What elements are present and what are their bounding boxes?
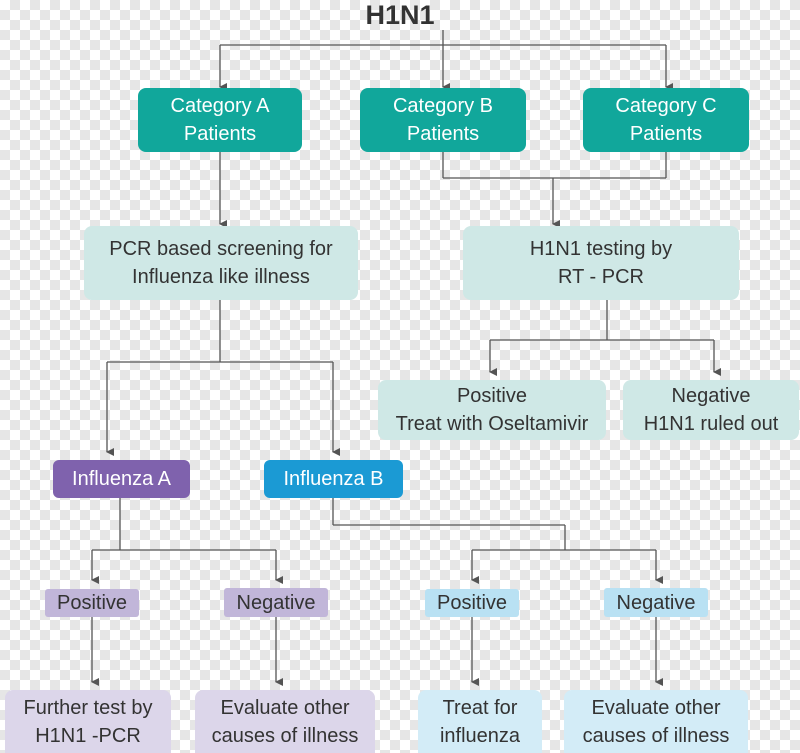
rtpcr-positive-box: Positive Treat with Oseltamivir: [378, 380, 606, 440]
h1n1-testing-box: H1N1 testing by RT - PCR: [463, 226, 739, 300]
pcr-screening-box: PCR based screening for Influenza like i…: [84, 226, 358, 300]
influenza-a-box: Influenza A: [53, 460, 190, 498]
flu-a-negative-box: Negative: [224, 588, 328, 617]
diagram-title: H1N1: [365, 0, 435, 30]
flu-b-negative-box: Negative: [604, 588, 708, 617]
further-test-box: Further test by H1N1 -PCR: [5, 690, 171, 753]
influenza-b-box: Influenza B: [264, 460, 403, 498]
flu-b-positive-box: Positive: [425, 589, 519, 617]
rtpcr-negative-box: Negative H1N1 ruled out: [623, 380, 799, 440]
evaluate-other-causes-b-box: Evaluate other causes of illness: [564, 690, 748, 753]
flu-a-positive-box: Positive: [45, 589, 139, 617]
category-b-box: Category B Patients: [360, 88, 526, 152]
treat-influenza-box: Treat for influenza: [418, 690, 542, 753]
category-c-box: Category C Patients: [583, 88, 749, 152]
evaluate-other-causes-a-box: Evaluate other causes of illness: [195, 690, 375, 753]
category-a-box: Category A Patients: [138, 88, 302, 152]
